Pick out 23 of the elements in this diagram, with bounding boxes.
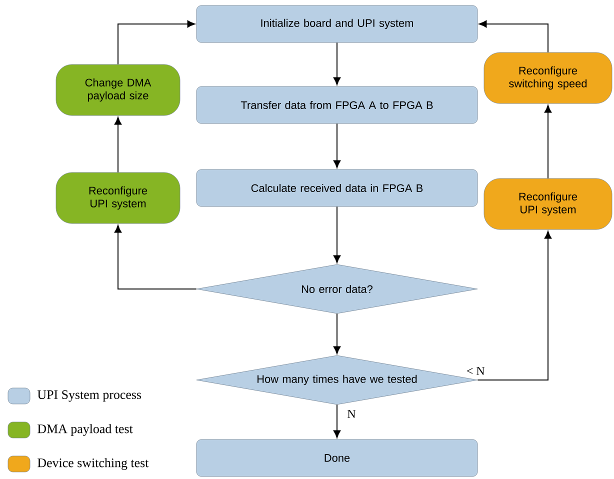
arrow [114,224,197,290]
arrow [114,116,122,173]
arrow [333,123,341,168]
arrow [333,42,341,86]
arrow [333,206,341,264]
rounded-box: Reconfigure UPI system [56,172,180,224]
legend-label: Device switching test [38,458,149,470]
rounded-box: Change DMA payload size [56,64,180,116]
legend-label: UPI System process [37,390,142,402]
process-box: Transfer data from FPGA A to FPGA B [196,86,478,124]
arrow [118,20,196,65]
legend-label: DMA payload test [38,424,133,436]
arrow [477,230,552,380]
rounded-box: Reconfigure UPI system [484,178,612,230]
arrow [333,313,341,354]
process-box: Calculate received data in FPGA B [196,169,478,207]
arrow [478,20,548,53]
process-box: Initialize board and UPI system [196,5,478,43]
edge-label: N [348,410,356,418]
arrow [544,104,552,179]
process-box: Done [196,439,478,477]
rounded-box: Reconfigure switching speed [484,52,612,104]
arrow [333,404,341,438]
